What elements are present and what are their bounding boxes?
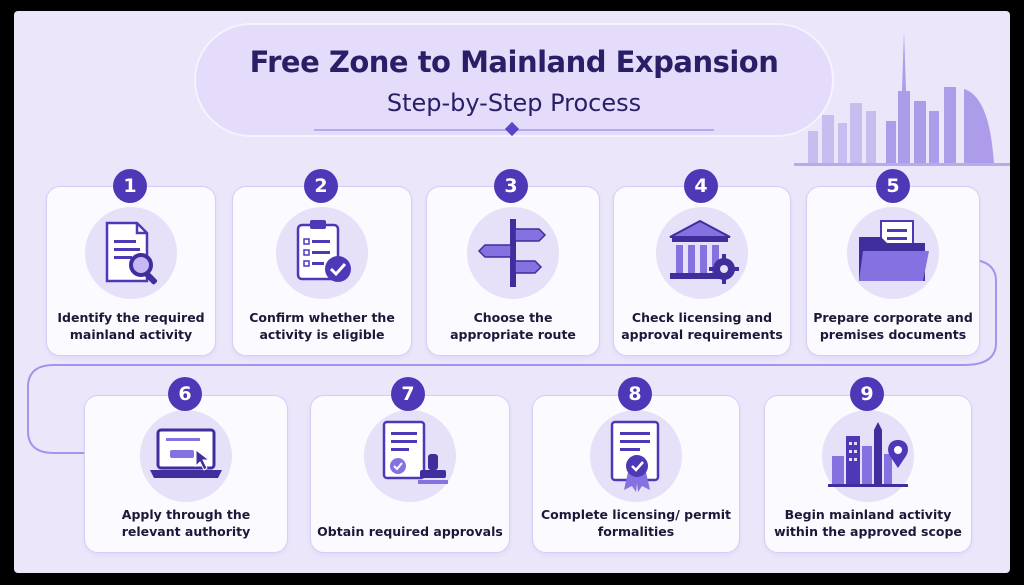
process-flow-connector: [27, 258, 997, 454]
folder-documents-icon: [847, 207, 939, 299]
diamond-ornament-icon: [504, 121, 520, 137]
document-search-icon: [85, 207, 177, 299]
certificate-icon: [590, 410, 682, 502]
step-label: Identify the required mainland activity: [57, 310, 205, 342]
step-card-3: Choose the appropriate route: [426, 186, 600, 356]
step-label: Apply through the relevant authority: [121, 507, 251, 539]
step-card-2: Confirm whether the activity is eligible: [232, 186, 412, 356]
page-title: Free Zone to Mainland Expansion: [249, 45, 779, 79]
step-label: Choose the appropriate route: [450, 310, 576, 342]
laptop-cursor-icon: [140, 410, 232, 502]
step-card-1: Identify the required mainland activity: [46, 186, 216, 356]
step-card-9: Begin mainland activity within the appro…: [764, 395, 972, 553]
clipboard-check-icon: [276, 207, 368, 299]
step-number-badge: 2: [304, 169, 338, 203]
step-label: Begin mainland activity within the appro…: [774, 507, 962, 539]
step-label: Prepare corporate and premises documents: [813, 310, 973, 342]
bank-gear-icon: [656, 207, 748, 299]
step-label: Complete licensing/ permit formalities: [540, 507, 732, 539]
step-card-7: Obtain required approvals: [310, 395, 510, 553]
step-card-8: Complete licensing/ permit formalities: [532, 395, 740, 553]
step-number-badge: 1: [113, 169, 147, 203]
step-card-6: Apply through the relevant authority: [84, 395, 288, 553]
document-stamp-icon: [364, 410, 456, 502]
step-number-badge: 6: [168, 377, 202, 411]
dubai-skyline-icon: [794, 31, 1010, 166]
step-label: Obtain required approvals: [317, 524, 503, 539]
title-banner: Free Zone to Mainland Expansion Step-by-…: [194, 23, 834, 137]
step-card-5: Prepare corporate and premises documents: [806, 186, 980, 356]
city-location-icon: [822, 410, 914, 502]
step-number-badge: 3: [494, 169, 528, 203]
step-number-badge: 7: [391, 377, 425, 411]
step-number-badge: 5: [876, 169, 910, 203]
step-label: Confirm whether the activity is eligible: [249, 310, 395, 342]
infographic-canvas: Free Zone to Mainland Expansion Step-by-…: [14, 11, 1010, 573]
step-number-badge: 8: [618, 377, 652, 411]
step-number-badge: 4: [684, 169, 718, 203]
step-card-4: Check licensing and approval requirement…: [613, 186, 791, 356]
page-subtitle: Step-by-Step Process: [386, 89, 642, 117]
step-label: Check licensing and approval requirement…: [621, 310, 783, 342]
signpost-icon: [467, 207, 559, 299]
step-number-badge: 9: [850, 377, 884, 411]
